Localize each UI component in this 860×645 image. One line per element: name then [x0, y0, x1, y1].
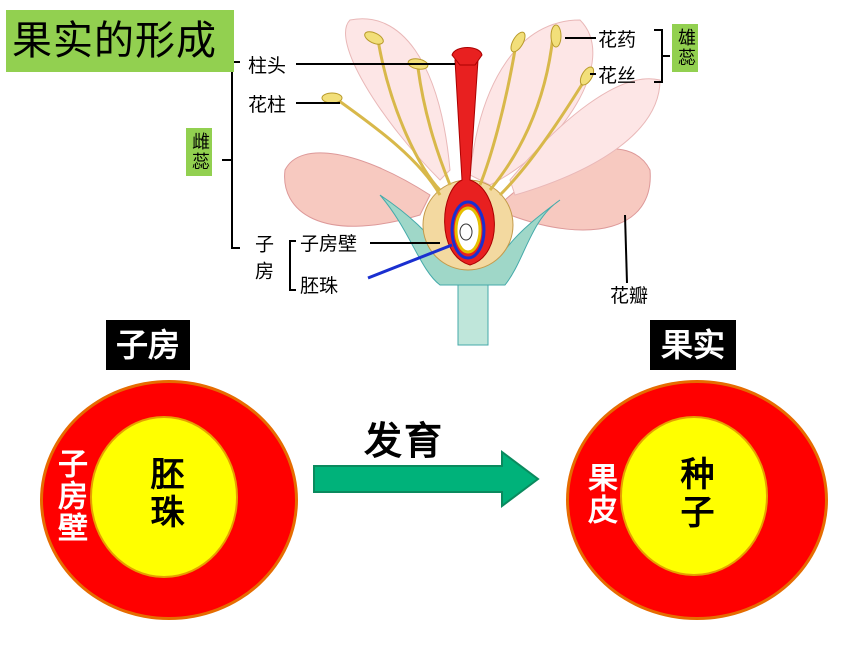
page-title: 果实的形成	[6, 10, 234, 72]
label-style: 花柱	[248, 94, 286, 116]
petal-far-right	[509, 78, 661, 196]
ovule-leader-line	[367, 243, 453, 280]
petal-left	[284, 152, 431, 227]
label-anther: 花药	[598, 29, 636, 51]
label-petal: 花瓣	[610, 285, 648, 307]
ovule-text: 胚珠	[144, 456, 184, 532]
seed-circle	[620, 416, 768, 576]
label-ovary-wall: 子房壁	[300, 233, 357, 255]
develop-label: 发育	[364, 419, 445, 463]
ovule-center	[459, 223, 473, 241]
label-ovary: 子房	[252, 234, 274, 288]
leader-lines	[222, 29, 670, 291]
pericarp-text: 果皮	[582, 462, 617, 526]
filaments	[334, 35, 588, 197]
stem	[457, 284, 489, 346]
develop-arrow	[313, 450, 540, 508]
petal-back-left	[345, 18, 451, 181]
ovule-ring-blue	[450, 200, 486, 260]
label-ovule: 胚珠	[300, 275, 338, 297]
ovary-wall-text: 子房壁	[52, 448, 87, 544]
label-filament: 花丝	[598, 65, 636, 87]
label-stigma: 柱头	[248, 55, 286, 77]
ovule-circle	[90, 416, 238, 578]
stamen-group-tag: 雄蕊	[672, 24, 698, 72]
stigma-shape	[451, 47, 483, 66]
seed-text: 种子	[674, 456, 714, 532]
pistil-group-tag: 雌蕊	[186, 128, 212, 176]
ovary-tag: 子房	[106, 320, 190, 370]
fruit-tag: 果实	[650, 320, 736, 370]
